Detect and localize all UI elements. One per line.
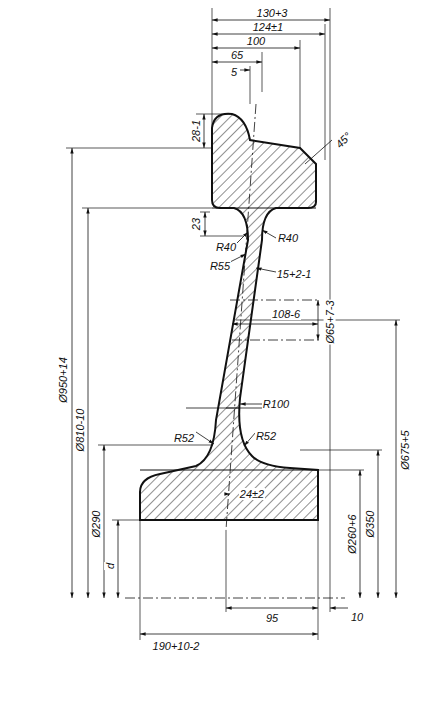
dimension-label: Ø950+14: [57, 356, 69, 404]
dimension-label: 28-1: [190, 119, 202, 143]
dimension-label: 130+3: [256, 7, 289, 19]
dimension-lines: [72, 20, 396, 634]
dimension-label: 190+10-2: [152, 640, 201, 652]
dimension-label: Ø65+7-3: [324, 299, 336, 344]
dimension-label: 124±1: [252, 21, 285, 33]
section-lines: [140, 208, 318, 470]
dimension-label: Ø260+6: [346, 513, 358, 554]
dimension-label: 100: [246, 35, 266, 47]
dimension-label: R40: [215, 241, 237, 253]
dimension-label: 95: [265, 612, 279, 624]
dimension-label: 108-6: [271, 308, 301, 320]
centre-lines: [125, 104, 345, 598]
dimension-label: R52: [255, 430, 277, 442]
dimension-label: 65: [230, 49, 244, 61]
dimension-label: R100: [262, 398, 290, 410]
dimension-label: 10: [350, 611, 364, 623]
dimension-label: Ø675+5: [399, 429, 411, 470]
dimension-label: 23: [190, 217, 202, 231]
extension-lines: [66, 8, 400, 640]
dimension-label: R55: [209, 260, 231, 272]
dimension-label: Ø350: [364, 510, 376, 539]
dimension-label: 5: [230, 66, 238, 78]
dimension-label: 45°: [332, 129, 354, 151]
dimension-label: R52: [173, 432, 195, 444]
leader-lines: [186, 70, 348, 608]
dimension-label: Ø290: [90, 510, 102, 539]
dimension-label: d: [104, 562, 116, 570]
dimension-label: Ø810-10: [74, 408, 86, 453]
wheel-section: [140, 114, 318, 520]
dimension-label: 24±2: [239, 488, 265, 500]
dimension-label: R40: [277, 232, 299, 244]
dimension-label: 15+2-1: [276, 268, 313, 280]
